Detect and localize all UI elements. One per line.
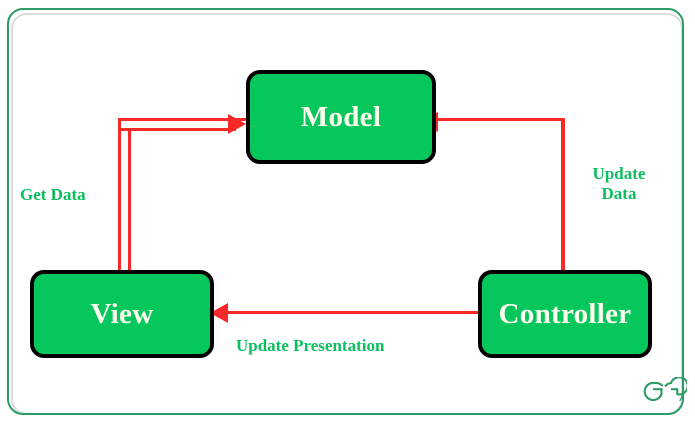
arrowhead-left-icon [210, 303, 228, 323]
node-model[interactable]: Model [246, 70, 436, 164]
node-model-label: Model [300, 100, 382, 133]
diagram-frame [7, 8, 684, 415]
node-view[interactable]: View [30, 270, 214, 358]
edge-get-data-segment-horizontal-outer [118, 118, 248, 121]
edge-update-presentation-segment-horizontal [228, 311, 480, 314]
edge-get-data-segment-vertical-inner [128, 128, 131, 274]
edge-update-data-segment-vertical [561, 118, 565, 274]
edge-label-update-presentation: Update Presentation [236, 336, 385, 355]
edge-label-get-data: Get Data [20, 185, 86, 204]
node-controller[interactable]: Controller [478, 270, 652, 358]
arrowhead-right-icon [228, 114, 246, 134]
edge-get-data-segment-horizontal-inner [118, 128, 236, 131]
node-view-label: View [90, 297, 154, 330]
node-controller-label: Controller [498, 297, 632, 330]
edge-get-data-segment-vertical-outer [118, 118, 121, 274]
edge-update-data-segment-horizontal [438, 118, 565, 121]
edge-label-update-data: Update Data [592, 164, 646, 203]
geeksforgeeks-logo-icon [643, 377, 687, 402]
